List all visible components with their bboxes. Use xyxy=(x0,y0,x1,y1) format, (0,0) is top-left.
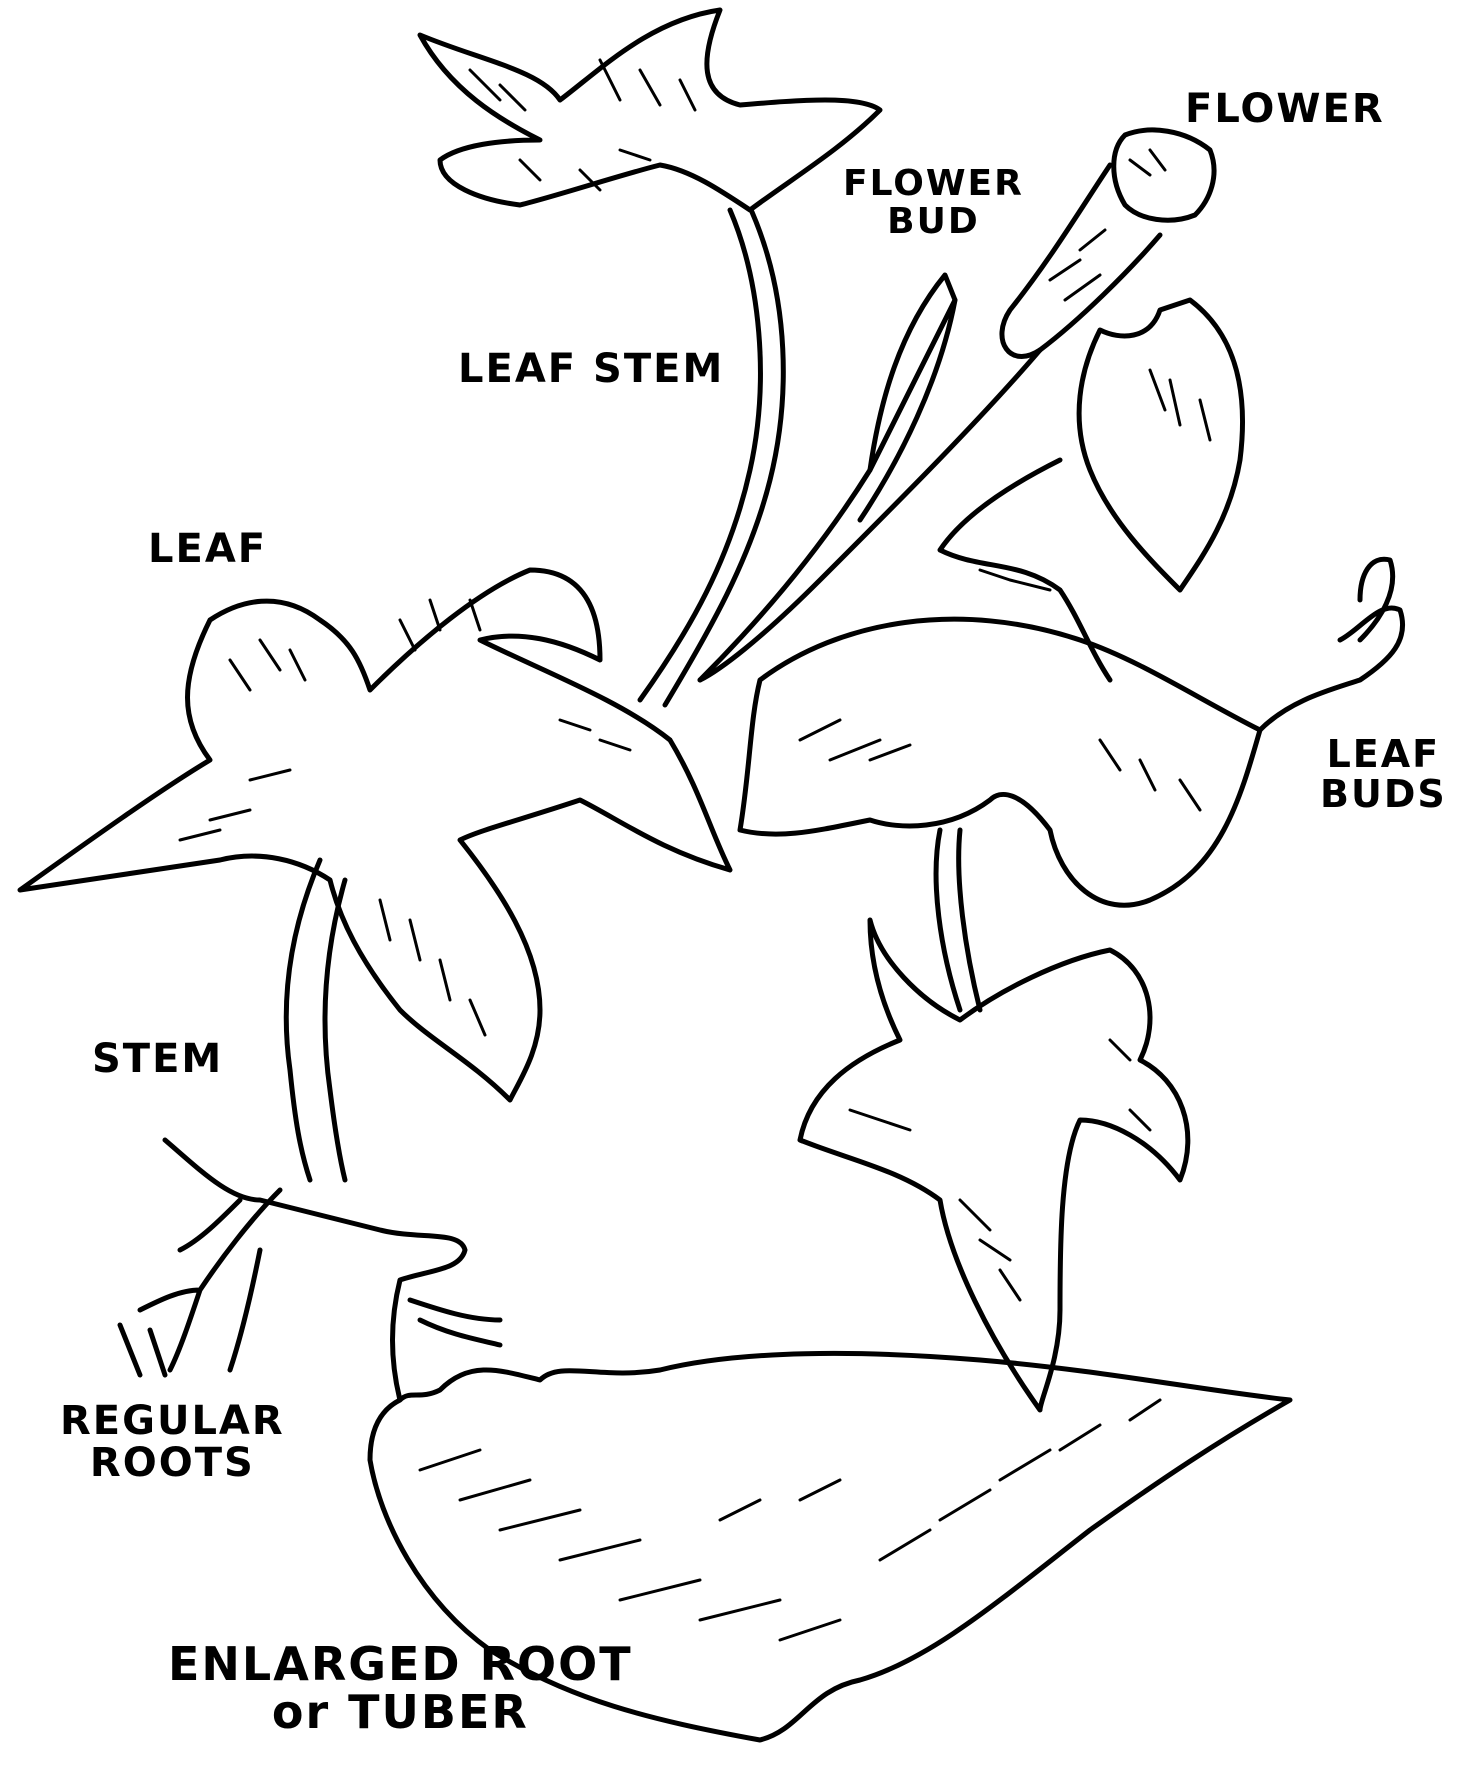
left-leaves xyxy=(20,570,730,1100)
main-stem xyxy=(286,860,345,1180)
label-leaf-buds: LEAF BUDS xyxy=(1320,735,1447,815)
label-stem: STEM xyxy=(92,1038,223,1080)
label-flower-bud: FLOWER BUD xyxy=(843,165,1024,241)
bottom-right-leaf xyxy=(800,830,1188,1410)
label-flower: FLOWER xyxy=(1185,88,1385,130)
label-leaf: LEAF xyxy=(148,528,267,570)
top-leaf xyxy=(420,10,880,210)
right-leaf xyxy=(740,300,1403,905)
regular-roots xyxy=(120,1190,280,1375)
label-leaf-stem: LEAF STEM xyxy=(458,348,724,390)
label-regular-roots: REGULAR ROOTS xyxy=(60,1400,285,1484)
label-enlarged-root: ENLARGED ROOT or TUBER xyxy=(168,1640,633,1737)
leaf-stem xyxy=(640,210,783,705)
